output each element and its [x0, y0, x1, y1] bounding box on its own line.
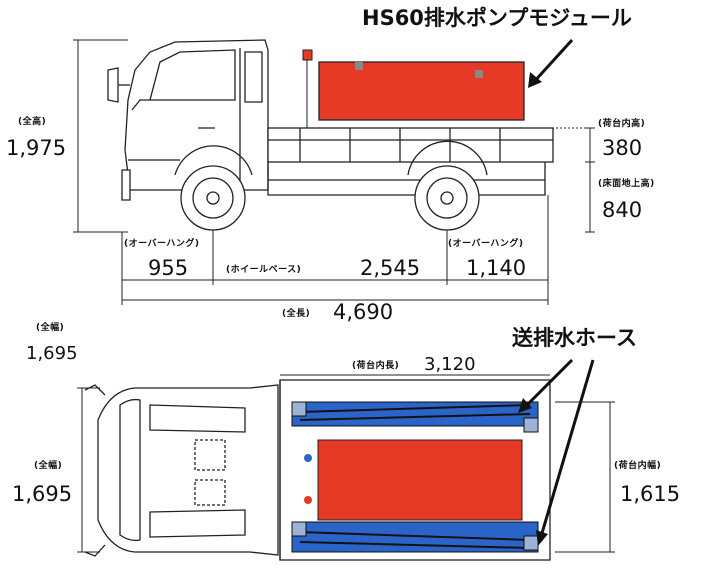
rear-overhang-value: 1,140 [466, 256, 527, 280]
rear-overhang-label: (オーバーハング) [448, 239, 524, 249]
front-overhang-value: 955 [148, 256, 189, 280]
floor-height-label: (床面地上高) [598, 179, 655, 189]
top-dimensions [77, 374, 615, 553]
total-width-outer-label: (全幅) [36, 323, 65, 333]
bed-inner-width-label: (荷台内幅) [614, 461, 662, 471]
front-overhang-label: (オーバーハング) [124, 239, 200, 249]
hose-arrows [520, 358, 595, 541]
hose-top [291, 401, 539, 433]
hose-label: 送排水ホース [512, 326, 637, 350]
bed-inner-height-label: (荷台内高) [598, 119, 646, 129]
side-dimensions [73, 39, 595, 305]
module-label: HS60排水ポンプモジュール [362, 6, 632, 30]
total-length-value: 4,690 [333, 300, 394, 324]
truck-side-view [107, 39, 554, 231]
floor-height-value: 840 [602, 198, 643, 222]
hose-bottom [291, 521, 539, 553]
module-arrow [530, 38, 574, 86]
total-width-outer-value: 1,695 [26, 343, 78, 364]
bed-inner-height-value: 380 [602, 136, 643, 160]
total-length-label: (全長) [282, 309, 311, 319]
pump-module-side [302, 49, 525, 128]
total-width-value: 1,695 [12, 482, 73, 506]
bed-inner-length-value: 3,120 [424, 354, 476, 375]
bed-inner-width-value: 1,615 [620, 482, 681, 506]
wheelbase-label: (ホイールベース) [226, 265, 302, 275]
total-width-label: (全幅) [34, 461, 63, 471]
total-height-value: 1,975 [6, 136, 67, 160]
wheelbase-value: 2,545 [360, 256, 421, 280]
bed-inner-length-label: (荷台内長) [352, 361, 400, 371]
total-height-label: (全高) [18, 117, 47, 127]
pump-module-top [304, 439, 523, 521]
